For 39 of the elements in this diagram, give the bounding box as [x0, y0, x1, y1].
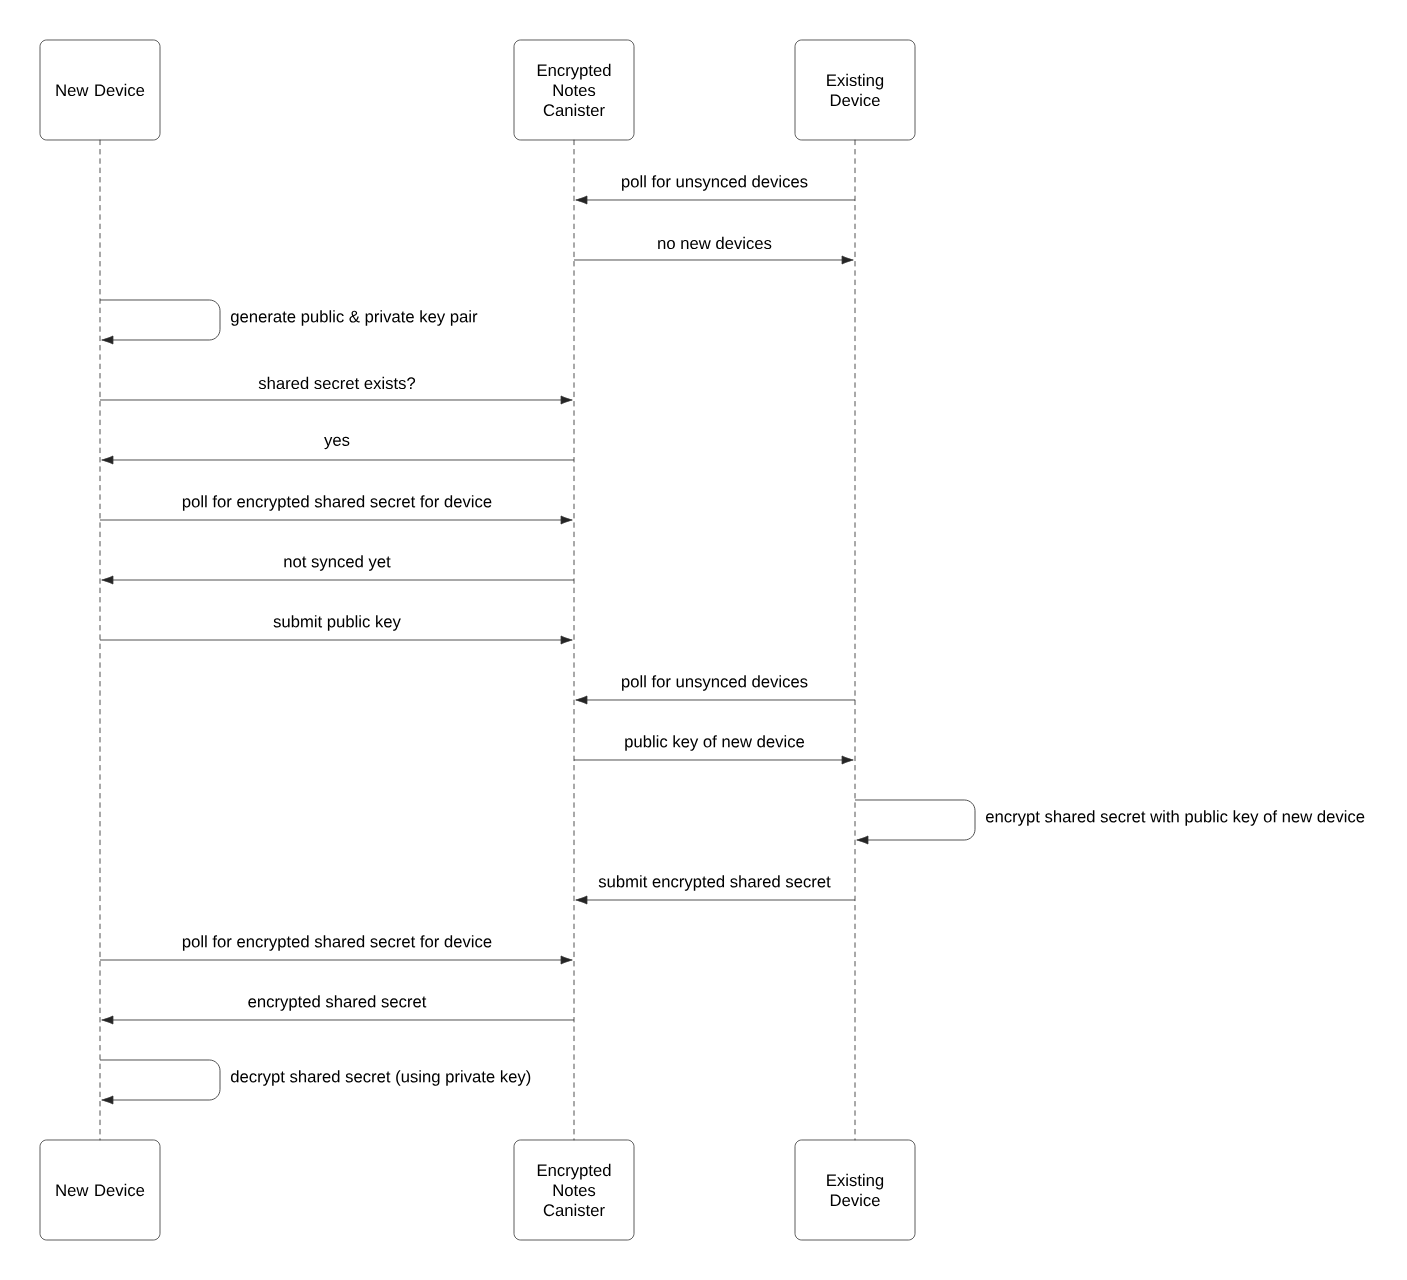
message-arrow — [99, 395, 573, 405]
message-arrow — [101, 455, 575, 465]
edge-label: public key of new device — [622, 733, 807, 753]
participant-box: New Device — [39, 39, 161, 141]
participant-box: Encrypted Notes Canister — [513, 39, 635, 141]
message-arrow — [99, 955, 573, 965]
message-arrow — [99, 635, 573, 645]
lifeline — [854, 139, 856, 1141]
edge-label: not synced yet — [281, 553, 393, 573]
participant-box: Existing Device — [794, 1139, 916, 1241]
edge-label: generate public & private key pair — [228, 308, 480, 328]
message-arrow — [99, 515, 573, 525]
message-arrow — [854, 799, 976, 845]
message-arrow — [575, 195, 856, 205]
participant-box: New Device — [39, 1139, 161, 1241]
edge-label: poll for unsynced devices — [618, 673, 811, 693]
message-arrow — [575, 695, 856, 705]
edge-label: poll for encrypted shared secret for device — [179, 493, 495, 513]
edge-label: yes — [322, 434, 352, 452]
participant-box: Existing Device — [794, 39, 916, 141]
message-arrow — [101, 1015, 575, 1025]
message-arrow — [573, 755, 854, 765]
edge-label: shared secret exists? — [256, 374, 418, 392]
message-arrow — [101, 575, 575, 585]
message-arrow — [573, 255, 854, 265]
edge-label: submit encrypted shared secret — [596, 873, 833, 893]
edge-label: poll for encrypted shared secret for device — [179, 933, 495, 953]
message-arrow — [99, 1059, 221, 1105]
participant-box: Encrypted Notes Canister — [513, 1139, 635, 1241]
message-arrow — [99, 299, 221, 345]
edge-label: encrypted shared secret — [245, 993, 429, 1013]
message-arrow — [575, 895, 856, 905]
edge-label: decrypt shared secret (using private key) — [228, 1068, 534, 1088]
edge-label: poll for unsynced devices — [618, 173, 811, 193]
lifeline — [99, 139, 101, 1141]
edge-label: no new devices — [655, 234, 774, 252]
edge-label: submit public key — [271, 613, 403, 633]
lifeline — [573, 139, 575, 1141]
edge-label: encrypt shared secret with public key of new device — [983, 808, 1368, 828]
